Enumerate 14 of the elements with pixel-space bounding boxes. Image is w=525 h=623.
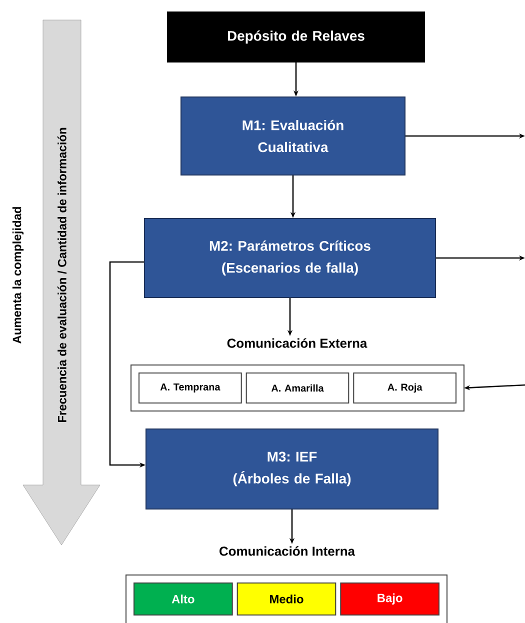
process-box: M3: IEF (Árboles de Falla)	[146, 428, 438, 510]
side-label: Aumenta la complejidad	[12, 207, 24, 344]
level-box: Alto	[134, 582, 233, 616]
process-box: M2: Parámetros Críticos (Escenarios de falla)	[144, 218, 436, 298]
level-box: Medio	[236, 582, 336, 616]
arrow-label: Frecuencia de evaluación / Cantidad de información	[58, 128, 66, 422]
alert-box: A. Roja	[353, 372, 456, 404]
alert-box: A. Amarilla	[246, 372, 350, 404]
level-box: Bajo	[340, 582, 440, 616]
process-box: M1: Evaluación Cualitativa	[180, 96, 406, 176]
alert-box: A. Temprana	[138, 372, 242, 404]
title-box: Depósito de Relaves	[167, 12, 425, 62]
section-heading: Comunicación Interna	[220, 546, 356, 556]
section-heading: Comunicación Externa	[227, 338, 368, 348]
